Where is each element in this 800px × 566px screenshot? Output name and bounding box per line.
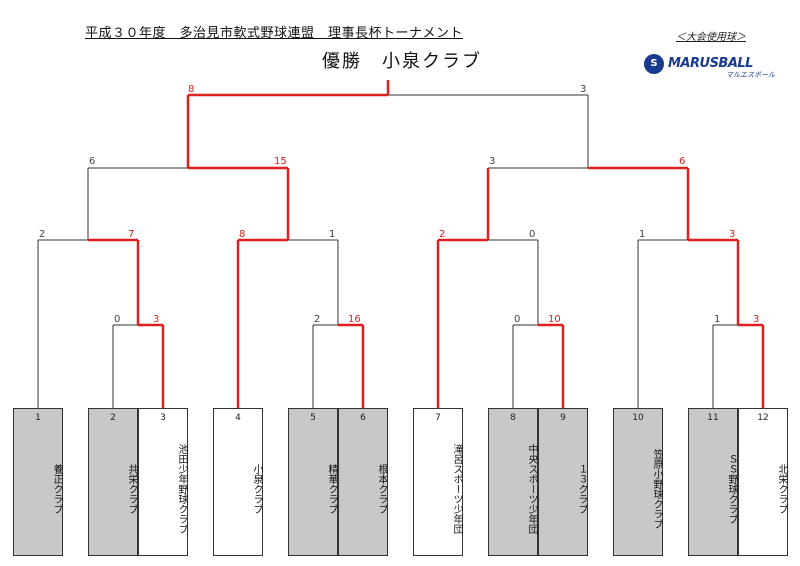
team-box-1: 1 養正クラブ: [13, 408, 63, 556]
score-r2c-left: 2: [439, 229, 446, 240]
team-box-10: 10 笠原小野球クラブ: [613, 408, 663, 556]
logo-subtext: マルエスボール: [726, 71, 775, 79]
page-title: 平成３０年度 多治見市軟式野球連盟 理事長杯トーナメント: [85, 26, 464, 41]
team-box-7: 7 滝呂スポーツ少年団: [413, 408, 463, 556]
team-number: 12: [757, 413, 769, 423]
score-r2a-left: 2: [39, 229, 46, 240]
team-name: 北栄クラブ: [776, 464, 787, 514]
score-r2d-left: 1: [639, 229, 646, 240]
ball-logo-icon: S: [644, 54, 664, 74]
team-name: 中央スポーツ少年団: [526, 444, 537, 534]
score-r1d-right: 3: [753, 314, 760, 325]
team-name: 精華クラブ: [326, 464, 337, 514]
team-box-4: 4 小泉クラブ: [213, 408, 263, 556]
team-name: 共栄クラブ: [126, 464, 137, 514]
score-r1b-left: 2: [314, 314, 321, 325]
score-r2b-left: 8: [239, 229, 246, 240]
team-box-6: 6 根本クラブ: [338, 408, 388, 556]
team-number: 11: [707, 413, 719, 423]
score-r1b-right: 16: [348, 314, 361, 325]
team-name: ＳＳ野球クラブ: [726, 454, 737, 524]
score-r1c-left: 0: [514, 314, 521, 325]
team-name: 根本クラブ: [376, 464, 387, 514]
team-name: 滝呂スポーツ少年団: [451, 444, 462, 534]
team-box-3: 3 池田少年野球クラブ: [138, 408, 188, 556]
score-r1a-left: 0: [114, 314, 121, 325]
official-ball-label: ＜大会使用球＞: [676, 32, 746, 43]
team-number: 8: [510, 413, 516, 423]
team-number: 5: [310, 413, 316, 423]
team-name: 笠原小野球クラブ: [651, 449, 662, 529]
team-number: 10: [632, 413, 644, 423]
score-r2c-right: 0: [529, 229, 536, 240]
team-number: 3: [160, 413, 166, 423]
team-box-2: 2 共栄クラブ: [88, 408, 138, 556]
team-number: 4: [235, 413, 241, 423]
score-final-right: 3: [580, 84, 587, 95]
score-r2d-right: 3: [729, 229, 736, 240]
team-name: １３クラブ: [576, 464, 587, 514]
score-final-left: 8: [188, 84, 195, 95]
team-box-9: 9 １３クラブ: [538, 408, 588, 556]
team-box-5: 5 精華クラブ: [288, 408, 338, 556]
score-sf2-left: 3: [489, 156, 496, 167]
team-number: 6: [360, 413, 366, 423]
score-sf2-right: 6: [679, 156, 686, 167]
score-r1d-left: 1: [714, 314, 721, 325]
score-r2b-right: 1: [329, 229, 336, 240]
team-number: 1: [35, 413, 41, 423]
maru-s-ball-logo: S MARUSBALL マルエスボール: [640, 50, 775, 82]
logo-text: MARUSBALL: [668, 56, 753, 71]
team-box-12: 12 北栄クラブ: [738, 408, 788, 556]
score-sf1-left: 6: [89, 156, 96, 167]
team-box-8: 8 中央スポーツ少年団: [488, 408, 538, 556]
score-r1c-right: 10: [548, 314, 561, 325]
score-r1a-right: 3: [153, 314, 160, 325]
team-number: 2: [110, 413, 116, 423]
score-sf1-right: 15: [274, 156, 287, 167]
score-r2a-right: 7: [128, 229, 135, 240]
team-name: 池田少年野球クラブ: [176, 444, 187, 534]
champion-label: 優勝 小泉クラブ: [322, 51, 482, 72]
team-number: 9: [560, 413, 566, 423]
team-number: 7: [435, 413, 441, 423]
team-name: 養正クラブ: [51, 464, 62, 514]
team-name: 小泉クラブ: [251, 464, 262, 514]
